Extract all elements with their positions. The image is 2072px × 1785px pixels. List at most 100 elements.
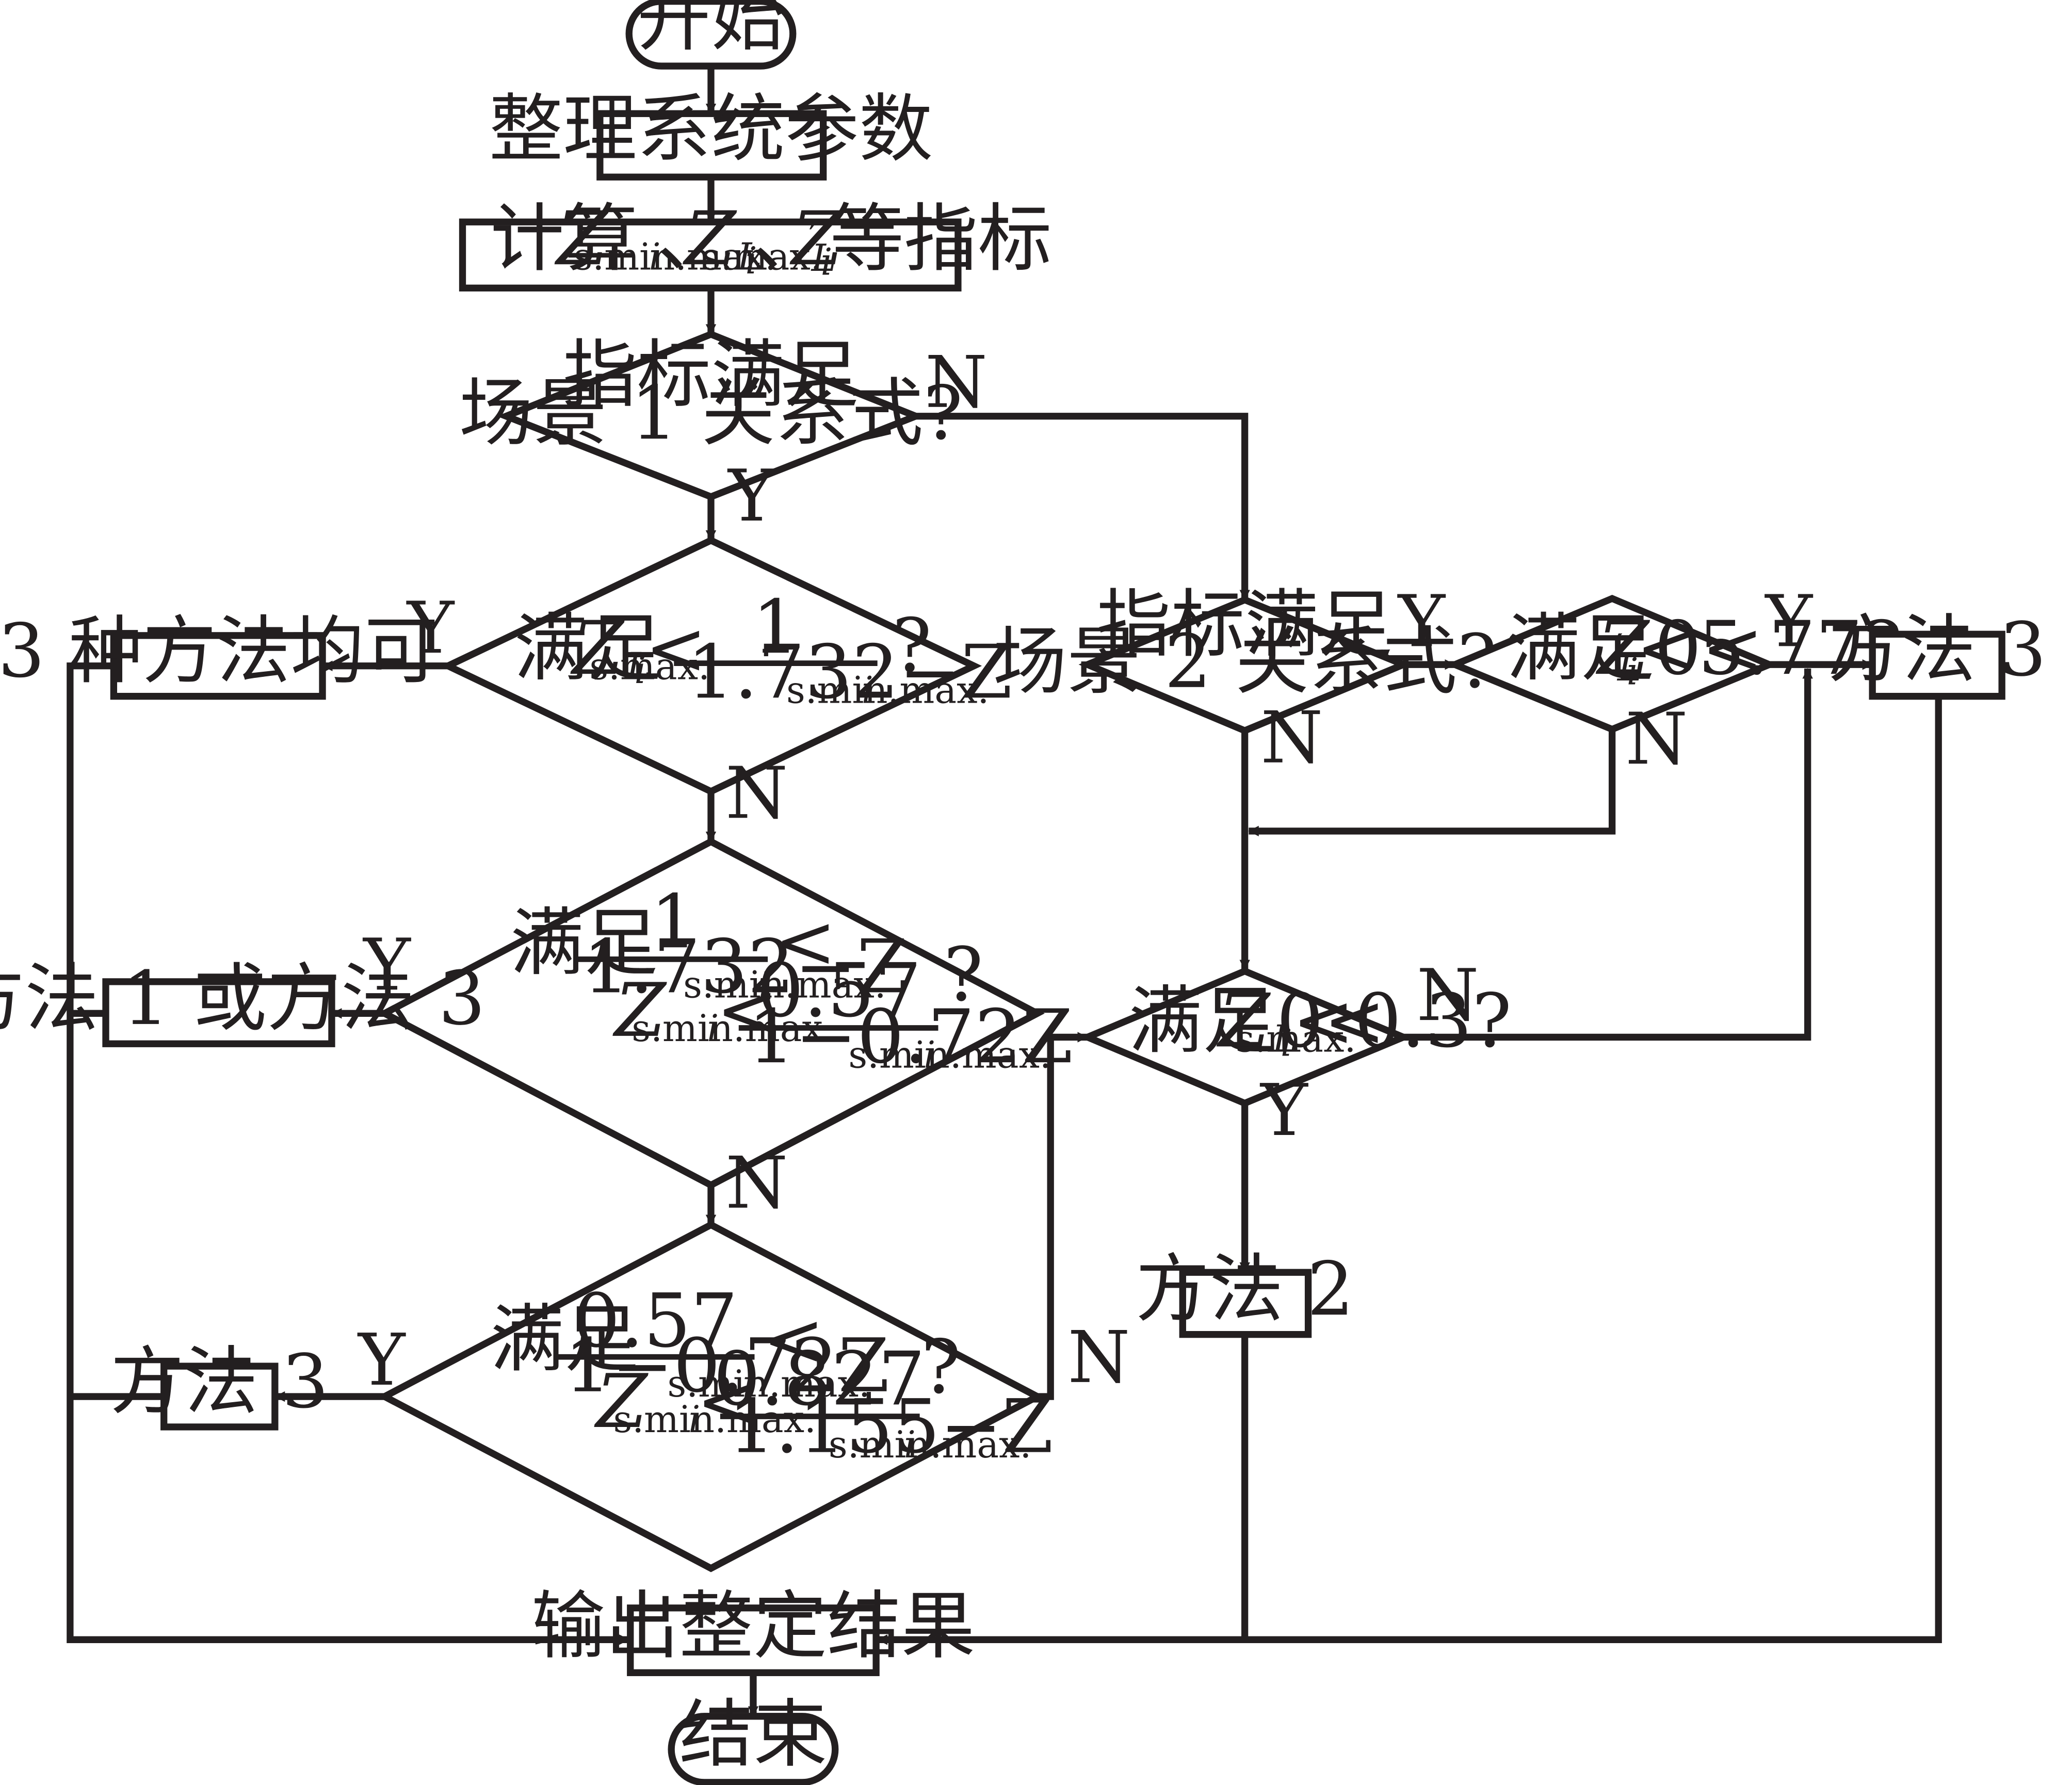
d3-den1-sub: s.min.max. (683, 963, 886, 1007)
d2-z-sub: s.max. (589, 644, 710, 688)
edge-label-d4-no: N (1067, 1316, 1130, 1399)
d3-z: Z (612, 967, 667, 1053)
box-all-three-methods-label: 3 种方法均可 (0, 608, 439, 694)
d4-num2: 0.827 (714, 1336, 926, 1422)
decision-scenario-1-line1: 指标满足 (563, 332, 859, 418)
d2-den-sub-i: i (862, 668, 873, 711)
compute-z1-sub-i: i (649, 235, 661, 278)
edge-d6-merge (1248, 729, 1616, 837)
edge-label-d3-yes: Y (362, 923, 411, 1007)
compute-z1: Z (554, 196, 609, 282)
d6-z-prime: ′ (1615, 626, 1623, 670)
box-method-2-label: 方法 2 (1136, 1246, 1354, 1332)
decision-d2: 满足 Z s.max. L i < 1 1.732−Z s.min.max. i… (440, 537, 1012, 796)
compute-z2-sub-i: i (746, 239, 757, 282)
edge-label-d7-no: N (1417, 954, 1479, 1037)
compute-z2-sub-l: L (736, 235, 762, 278)
compute-label-prefix: 计算 (490, 196, 638, 282)
edge-label-d5-no: N (1260, 696, 1323, 780)
compute-z3-sub-i: i (821, 240, 833, 284)
edge-label-d6-yes: Y (1765, 580, 1814, 663)
d4-lt2: < (697, 1358, 758, 1445)
d7-z-sub-l: L (1271, 1017, 1297, 1061)
edge-label-d2-yes: Y (406, 587, 455, 670)
compute-z3-prime: ′ (808, 215, 817, 258)
compute-sep1: 、 (657, 196, 731, 282)
edge-d7-box-m3r (1403, 668, 1813, 1041)
d7-z-sub-i: i (1281, 1021, 1292, 1064)
organize-params-box: 整理系统参数 (489, 86, 933, 181)
d4-z-sub-i: i (688, 1398, 700, 1441)
d3-den2: 1−0.72Z (748, 994, 1073, 1080)
edge-label-d1-yes: Y (727, 455, 776, 538)
edge-left-bus (67, 662, 630, 1645)
box-method-1-or-3-label: 方法 1 或方法 3 (0, 955, 485, 1042)
d3-num1: 1 (651, 879, 698, 965)
edge-d1-d5 (915, 413, 1250, 601)
d7-z-sub: s.max. (1236, 1017, 1356, 1061)
compute-z2: Z (683, 196, 737, 282)
compute-z2-sub: s.max. (702, 235, 822, 278)
compute-z1-sub: s.min.max. (574, 235, 776, 278)
box-method-3-left: 方法 3 (110, 1339, 329, 1431)
d4-z-sub: s.min.max. (613, 1398, 816, 1441)
d7-prefix: 满足0< (1128, 978, 1385, 1064)
box-method-3-right-label: 方法 3 (1828, 607, 2047, 693)
d4-den1-sub-i: i (742, 1362, 754, 1405)
edge-labels: N Y Y N Y N Y N Y N Y N N Y (357, 341, 1814, 1402)
d7-suffix: <0.3? (1292, 978, 1512, 1064)
decision-d3: 满足 1 1.732−Z s.min.max. i < Z s.min.max.… (377, 837, 1073, 1189)
d2-z-sub-i: i (634, 648, 646, 692)
d4-lt1: < (763, 1296, 824, 1383)
edge-label-d2-no: N (725, 752, 788, 835)
d4-question: ? (921, 1324, 961, 1410)
end-label: 结束 (679, 1691, 828, 1777)
edge-label-d3-no: N (725, 1142, 788, 1225)
d3-lt1: < (774, 899, 836, 985)
box-method-3-right: 方法 3 (1828, 607, 2047, 700)
box-method-1-or-3: 方法 1 或方法 3 (0, 955, 485, 1047)
d4-den2: 1.155−Z (728, 1384, 1053, 1470)
output-results-box: 输出整定结果 (531, 1583, 975, 1676)
d2-prefix: 满足 (514, 605, 662, 691)
d7-z: Z (1216, 978, 1271, 1064)
d3-num2: 0.57 (757, 947, 921, 1033)
edge-label-d7-yes: Y (1259, 1069, 1308, 1152)
box-all-three-methods: 3 种方法均可 (0, 608, 439, 700)
d2-question: ? (892, 603, 932, 689)
d2-z: Z (570, 605, 625, 691)
edge-label-d6-no: N (1625, 697, 1688, 781)
edge-label-d4-yes: Y (357, 1319, 406, 1402)
d4-num1: 0.57 (573, 1278, 738, 1364)
compute-z3-sub-l: L (811, 236, 836, 280)
d3-den2-sub: s.min.max. (848, 1033, 1051, 1076)
start-node: 开始 (625, 0, 797, 70)
edge-label-d5-yes: Y (1397, 580, 1446, 663)
d4-prefix: 满足 (490, 1296, 638, 1383)
edge-label-d1-no: N (925, 341, 988, 424)
d4-den2-sub-i: i (904, 1423, 916, 1466)
d4-den2-sub: s.min.max. (829, 1423, 1031, 1466)
box-method-2: 方法 2 (1136, 1246, 1354, 1338)
d6-z: Z (1595, 605, 1650, 691)
d4-den1-sub: s.min.max. (667, 1362, 870, 1405)
d3-den1: 1.732−Z (583, 923, 908, 1010)
d3-lt2: < (716, 967, 778, 1053)
d3-den2-sub-i: i (924, 1033, 935, 1076)
d3-z-sub-i: i (707, 1007, 719, 1050)
d6-prefix: 满足0< (1507, 605, 1763, 691)
decision-scenario-2-line2: 场景 2 关系式? (993, 619, 1496, 705)
output-results-label: 输出整定结果 (531, 1583, 975, 1669)
compute-label-suffix: 等指标 (830, 196, 1051, 282)
box-method-3-left-label: 方法 3 (110, 1339, 329, 1425)
d6-z-sub-l: L (1616, 646, 1642, 689)
d6-suffix: <5.77? (1636, 605, 1902, 691)
d2-den-sub: s.min.max. (786, 668, 989, 711)
decision-scenario-2: 指标满足 场景 2 关系式? (993, 581, 1497, 735)
d2-z-sub-l: L (625, 644, 651, 688)
d6-z-sub-i: i (1627, 650, 1639, 693)
start-label: 开始 (637, 0, 785, 61)
decision-d4: 满足 0.57 1−0.72Z s.min.max. i < Z s.min.m… (377, 1221, 1054, 1572)
decision-scenario-2-line1: 指标满足 (1097, 581, 1393, 668)
